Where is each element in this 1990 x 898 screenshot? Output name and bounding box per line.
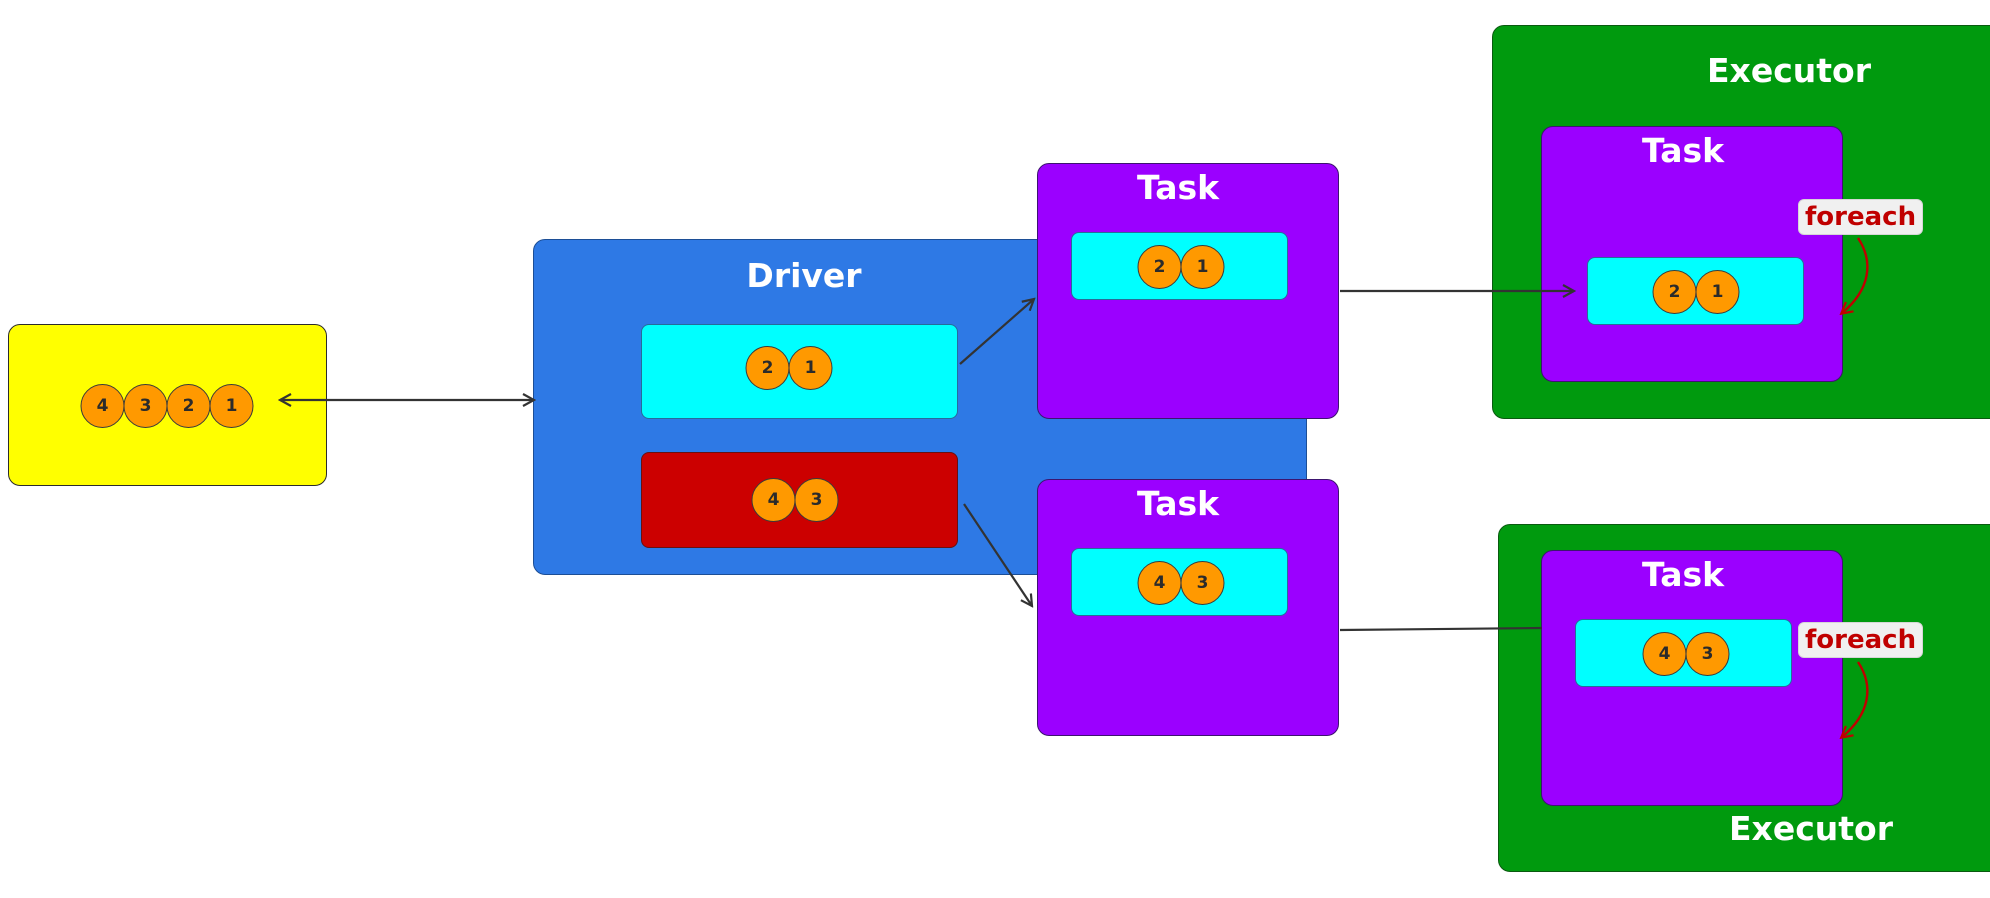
record-circle: 3 — [794, 478, 839, 522]
executor-2-partition: 4 3 — [1575, 619, 1792, 687]
executor-1-partition: 2 1 — [1587, 257, 1804, 325]
record-circle: 1 — [1695, 270, 1740, 314]
record-circle: 4 — [1137, 561, 1182, 605]
partition-records: 2 1 — [745, 346, 833, 390]
executor-label-2: Executor — [1729, 809, 1893, 848]
executor-label-1: Executor — [1707, 51, 1871, 90]
record-circle: 3 — [123, 384, 168, 428]
record-circle: 3 — [1685, 632, 1730, 676]
driver-partition-2: 4 3 — [641, 452, 958, 548]
foreach-label-2: foreach — [1798, 622, 1924, 658]
record-circle: 2 — [1137, 245, 1182, 289]
driver-label: Driver — [746, 256, 862, 295]
record-circle: 2 — [745, 346, 790, 390]
record-circle: 1 — [209, 384, 254, 428]
partition-records: 4 3 — [1642, 632, 1730, 676]
partition-records: 4 3 — [751, 478, 839, 522]
source-dataset: 4 3 2 1 — [8, 324, 327, 486]
task-label-2: Task — [1136, 484, 1220, 523]
partition-records: 2 1 — [1137, 245, 1225, 289]
driver-partition-1: 2 1 — [641, 324, 958, 419]
task-1-partition: 2 1 — [1071, 232, 1288, 300]
record-circle: 4 — [751, 478, 796, 522]
record-circle: 2 — [166, 384, 211, 428]
partition-records: 4 3 — [1137, 561, 1225, 605]
executor-2-task-label: Task — [1641, 555, 1725, 594]
record-circle: 4 — [1642, 632, 1687, 676]
foreach-label-1: foreach — [1798, 199, 1924, 235]
executor-1-task-label: Task — [1641, 131, 1725, 170]
task-2-partition: 4 3 — [1071, 548, 1288, 616]
partition-records: 2 1 — [1652, 270, 1740, 314]
task-label-1: Task — [1136, 168, 1220, 207]
record-circle: 2 — [1652, 270, 1697, 314]
record-circle: 4 — [80, 384, 125, 428]
source-records: 4 3 2 1 — [80, 384, 254, 428]
record-circle: 3 — [1180, 561, 1225, 605]
record-circle: 1 — [788, 346, 833, 390]
record-circle: 1 — [1180, 245, 1225, 289]
executor-1-task — [1541, 126, 1843, 382]
